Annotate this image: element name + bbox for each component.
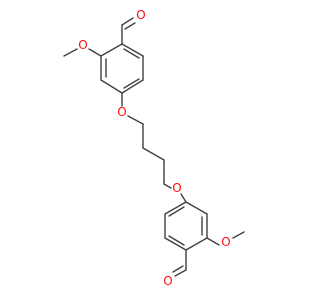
bond	[100, 79, 123, 94]
bond	[232, 231, 245, 239]
bottom-benzene-ring	[164, 201, 208, 251]
bond	[164, 201, 187, 215]
bond	[180, 193, 187, 203]
double-bond-inner	[172, 265, 184, 273]
bond	[142, 147, 165, 161]
double-bond-inner	[123, 78, 140, 89]
bond	[206, 237, 220, 246]
bond	[121, 17, 134, 26]
bond	[163, 183, 172, 189]
atom-label-oxygen: O	[163, 274, 172, 288]
molecule-diagram: O O O O O	[63, 8, 245, 288]
double-bond-inner	[124, 22, 136, 30]
double-bond-inner	[168, 206, 185, 217]
top-methoxy-group: O	[63, 38, 102, 57]
double-bond-inner	[123, 48, 140, 59]
top-benzene-ring	[100, 43, 144, 94]
atom-label-oxygen: O	[117, 105, 126, 119]
bond	[121, 43, 144, 57]
bond	[63, 48, 78, 57]
bond	[100, 43, 123, 57]
bond	[174, 269, 187, 277]
bond	[185, 237, 208, 251]
atom-label-oxygen: O	[136, 8, 145, 22]
atom-label-oxygen: O	[78, 38, 87, 52]
top-aldehyde-group: O	[121, 8, 146, 45]
bottom-methoxy-group: O	[206, 231, 245, 249]
bond	[164, 237, 187, 251]
double-bond-inner	[168, 235, 185, 246]
bond	[127, 115, 144, 125]
bond	[185, 201, 208, 215]
atom-label-oxygen: O	[221, 235, 230, 249]
butoxy-linker-chain: O O	[117, 92, 187, 203]
bond	[88, 48, 102, 57]
bottom-aldehyde-group: O	[163, 249, 187, 288]
atom-label-oxygen: O	[172, 181, 181, 195]
bond	[121, 79, 144, 94]
